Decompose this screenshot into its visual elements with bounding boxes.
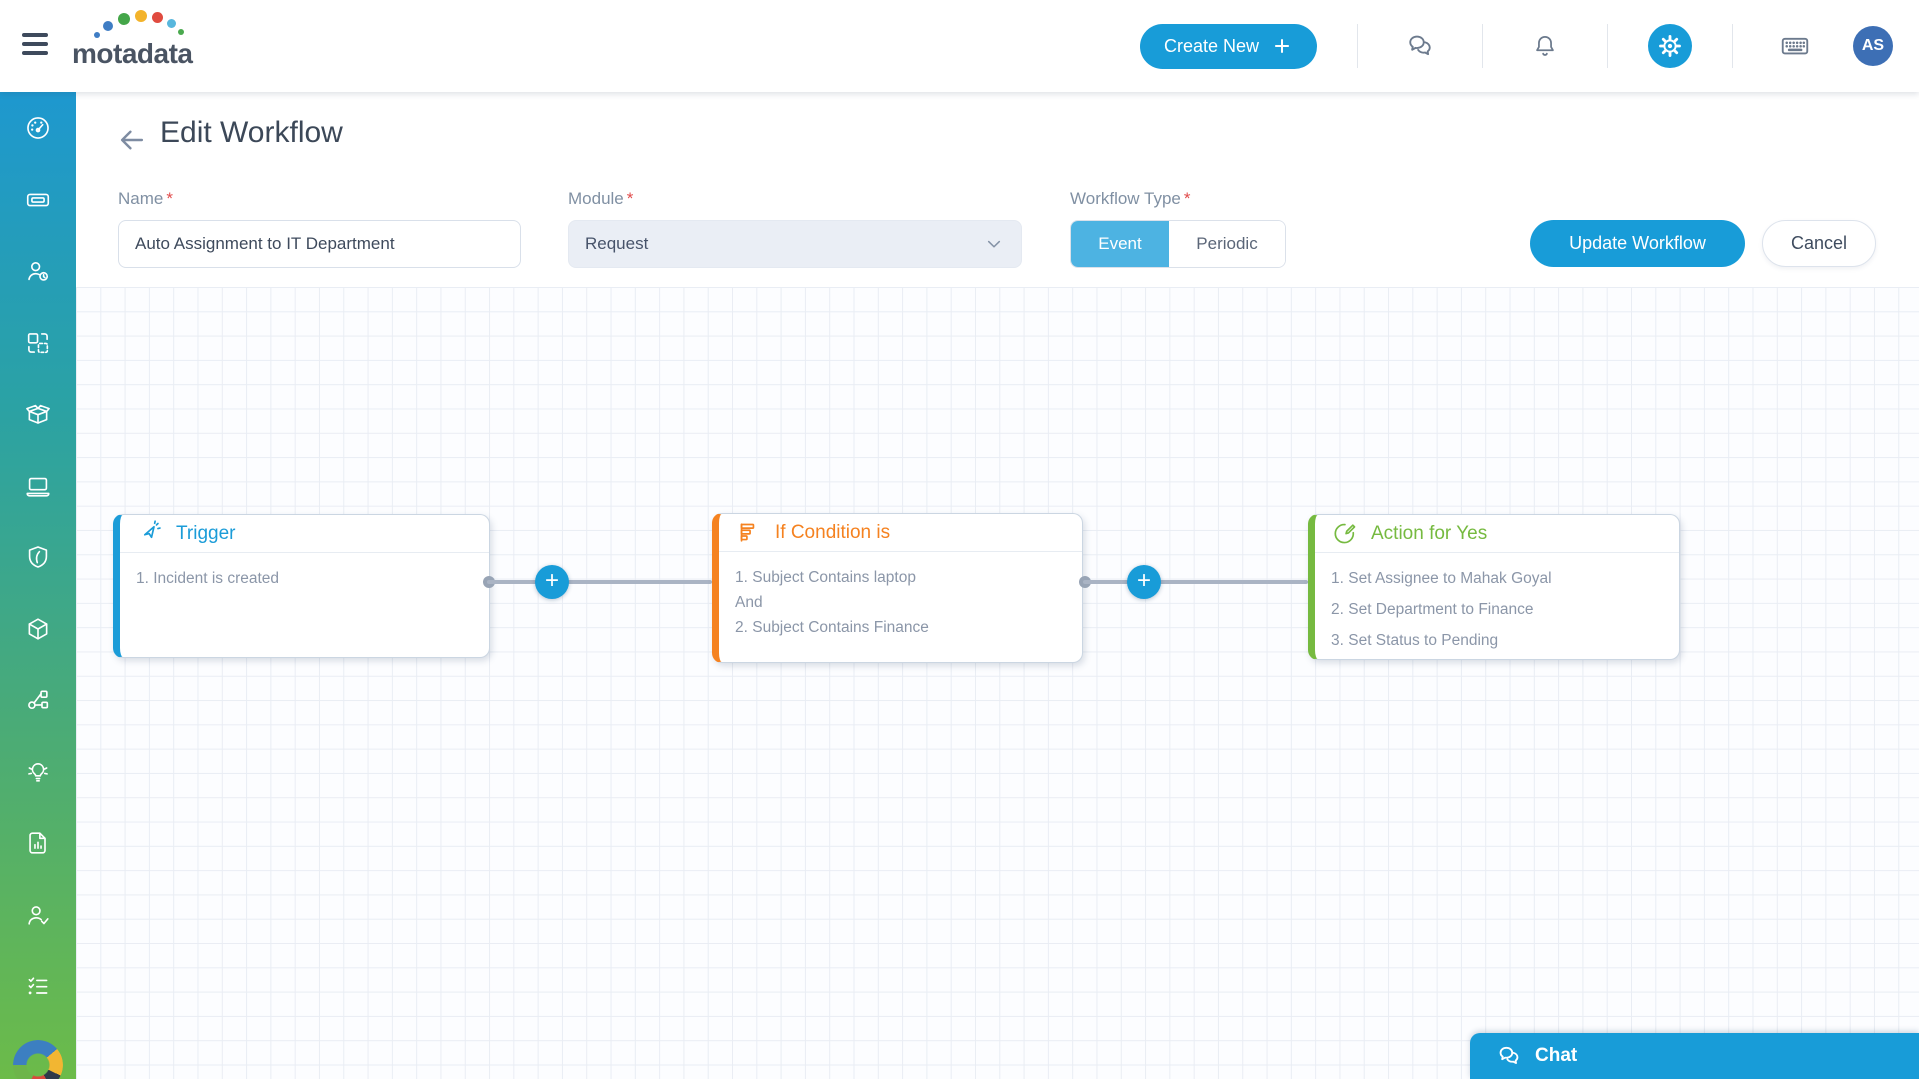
node-line: 2. Set Department to Finance	[1331, 601, 1534, 618]
hamburger-icon	[22, 33, 48, 37]
update-workflow-button[interactable]: Update Workflow	[1530, 220, 1745, 267]
user-avatar[interactable]: AS	[1853, 26, 1893, 66]
sidebar-item-release-open-box-icon[interactable]	[24, 400, 52, 428]
main-content: Edit Workflow Name* Module* Request Work…	[76, 92, 1919, 1079]
chat-bubbles-icon	[1499, 1046, 1519, 1064]
left-sidebar	[0, 92, 76, 1079]
workflow-node-action-yes[interactable]: Action for Yes 1. Set Assignee to Mahak …	[1308, 514, 1680, 660]
add-node-button[interactable]: +	[1127, 565, 1161, 599]
create-new-button[interactable]: Create New	[1139, 23, 1317, 69]
node-title: Action for Yes	[1371, 522, 1488, 544]
divider	[1482, 24, 1483, 68]
sidebar-item-approval-user-check-icon[interactable]	[24, 901, 52, 929]
chat-bubbles-icon	[1409, 35, 1431, 56]
chat-icon-button[interactable]	[1398, 24, 1442, 68]
back-arrow-button[interactable]	[116, 124, 148, 156]
motadata-logo: motadata	[70, 10, 220, 80]
required-marker: *	[166, 189, 173, 208]
sidebar-item-security-shield-icon[interactable]	[24, 543, 52, 571]
sidebar-item-dashboard-gauge-icon[interactable]	[24, 114, 52, 142]
node-line: 1. Subject Contains laptop	[735, 569, 916, 586]
sidebar-item-change-swap-icon[interactable]	[24, 329, 52, 357]
required-marker: *	[626, 189, 634, 208]
node-body: 1. Set Assignee to Mahak Goyal 2. Set De…	[1315, 553, 1679, 653]
avatar-initials: AS	[1861, 37, 1885, 54]
sidebar-item-ticket-icon[interactable]	[24, 186, 52, 214]
chat-label: Chat	[1535, 1045, 1578, 1066]
node-header: If Condition is	[719, 514, 1082, 552]
workflow-type-toggle: Event Periodic	[1070, 220, 1286, 268]
node-header: Trigger	[120, 515, 489, 553]
node-title: Trigger	[176, 522, 236, 544]
notifications-bell-button[interactable]	[1523, 24, 1567, 68]
node-body: 1. Incident is created	[120, 553, 489, 591]
connector-line	[487, 580, 712, 584]
name-label: Name*	[118, 189, 173, 208]
sidebar-item-cmdb-cube-icon[interactable]	[24, 615, 52, 643]
node-header: Action for Yes	[1315, 515, 1679, 553]
motadata-ring-logo	[13, 1040, 63, 1079]
divider	[1732, 24, 1733, 68]
action-edit-circle-icon	[1334, 523, 1356, 544]
node-body: 1. Subject Contains laptop And 2. Subjec…	[719, 552, 1082, 640]
settings-gear-button[interactable]	[1648, 24, 1692, 68]
sidebar-item-asset-laptop-icon[interactable]	[24, 472, 52, 500]
sidebar-item-requester-user-clock-icon[interactable]	[24, 257, 52, 285]
plus-icon: +	[1136, 566, 1151, 594]
module-label: Module*	[568, 189, 634, 208]
keyboard-icon	[1781, 37, 1809, 55]
top-header: motadata Create New	[0, 0, 1919, 92]
divider	[1357, 24, 1358, 68]
hamburger-menu-button[interactable]	[22, 31, 50, 57]
chat-button[interactable]: Chat	[1470, 1033, 1919, 1079]
sidebar-item-topology-network-icon[interactable]	[24, 686, 52, 714]
sidebar-item-report-document-icon[interactable]	[24, 829, 52, 857]
cancel-button[interactable]: Cancel	[1762, 220, 1876, 267]
workflow-node-condition[interactable]: If Condition is 1. Subject Contains lapt…	[712, 513, 1083, 663]
workflow-name-input[interactable]	[118, 220, 521, 268]
page-title: Edit Workflow	[160, 116, 343, 149]
trigger-cursor-click-icon	[143, 520, 161, 539]
node-title: If Condition is	[775, 521, 891, 543]
node-line: 3. Set Status to Pending	[1331, 632, 1499, 649]
workflow-canvas[interactable]: Trigger 1. Incident is created + I	[76, 287, 1919, 1079]
bell-icon	[1536, 36, 1554, 56]
workflow-type-label: Workflow Type*	[1070, 189, 1191, 208]
add-node-button[interactable]: +	[535, 565, 569, 599]
gear-icon	[1659, 35, 1681, 57]
chevron-down-icon	[987, 240, 1001, 248]
header-actions: Create New	[1139, 0, 1893, 92]
logo-text: motadata	[72, 38, 193, 69]
keyboard-shortcuts-button[interactable]	[1773, 24, 1817, 68]
node-line: And	[735, 594, 763, 611]
node-line: 1. Incident is created	[136, 570, 280, 587]
condition-filter-list-icon	[740, 523, 755, 542]
node-line: 2. Subject Contains Finance	[735, 619, 929, 636]
type-option-periodic[interactable]: Periodic	[1169, 221, 1285, 267]
plus-icon	[1274, 38, 1290, 54]
back-arrow-icon	[120, 130, 144, 150]
node-line: 1. Set Assignee to Mahak Goyal	[1331, 570, 1552, 587]
required-marker: *	[1183, 189, 1191, 208]
type-option-event[interactable]: Event	[1071, 221, 1169, 267]
sidebar-item-knowledge-bulb-icon[interactable]	[24, 758, 52, 786]
workflow-node-trigger[interactable]: Trigger 1. Incident is created	[113, 514, 490, 658]
divider	[1607, 24, 1608, 68]
module-select[interactable]: Request	[568, 220, 1022, 268]
plus-icon: +	[544, 566, 559, 594]
connector-line	[1083, 580, 1308, 584]
sidebar-item-task-checklist-icon[interactable]	[24, 972, 52, 1000]
module-select-value: Request	[585, 234, 649, 253]
